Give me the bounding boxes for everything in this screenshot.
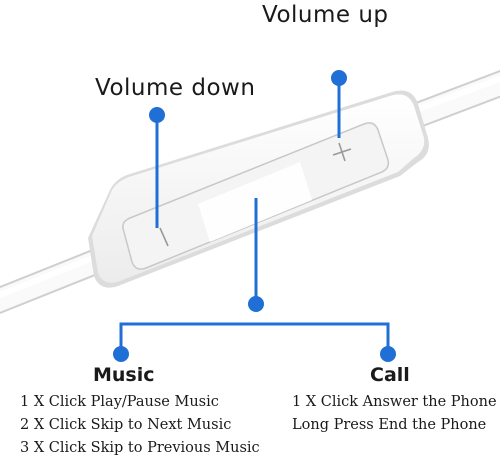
music-title: Music: [93, 364, 155, 386]
call-instructions: 1 X Click Answer the Phone Long Press En…: [292, 391, 497, 437]
callout-dots: [113, 70, 396, 362]
minus-icon: [159, 227, 169, 247]
center-dot: [248, 296, 264, 312]
volume-up-dot: [331, 70, 347, 86]
callout-lines: [119, 78, 390, 354]
bracket-leader: [119, 322, 390, 354]
call-title: Call: [370, 364, 410, 386]
music-instructions: 1 X Click Play/Pause Music 2 X Click Ski…: [20, 391, 260, 460]
volume-down-dot: [149, 107, 165, 123]
volume-up-label: Volume up: [262, 2, 389, 28]
music-dot: [113, 346, 129, 362]
music-line-1: 1 X Click Play/Pause Music: [20, 394, 219, 410]
call-line-1: 1 X Click Answer the Phone: [292, 394, 497, 410]
call-line-2: Long Press End the Phone: [292, 417, 487, 433]
plus-icon: [332, 142, 352, 162]
music-line-3: 3 X Click Skip to Previous Music: [20, 440, 260, 456]
cable-upper: [405, 69, 500, 131]
music-line-2: 2 X Click Skip to Next Music: [20, 417, 232, 433]
cable-lower: [0, 249, 100, 315]
volume-down-label: Volume down: [95, 75, 256, 101]
call-dot: [380, 346, 396, 362]
